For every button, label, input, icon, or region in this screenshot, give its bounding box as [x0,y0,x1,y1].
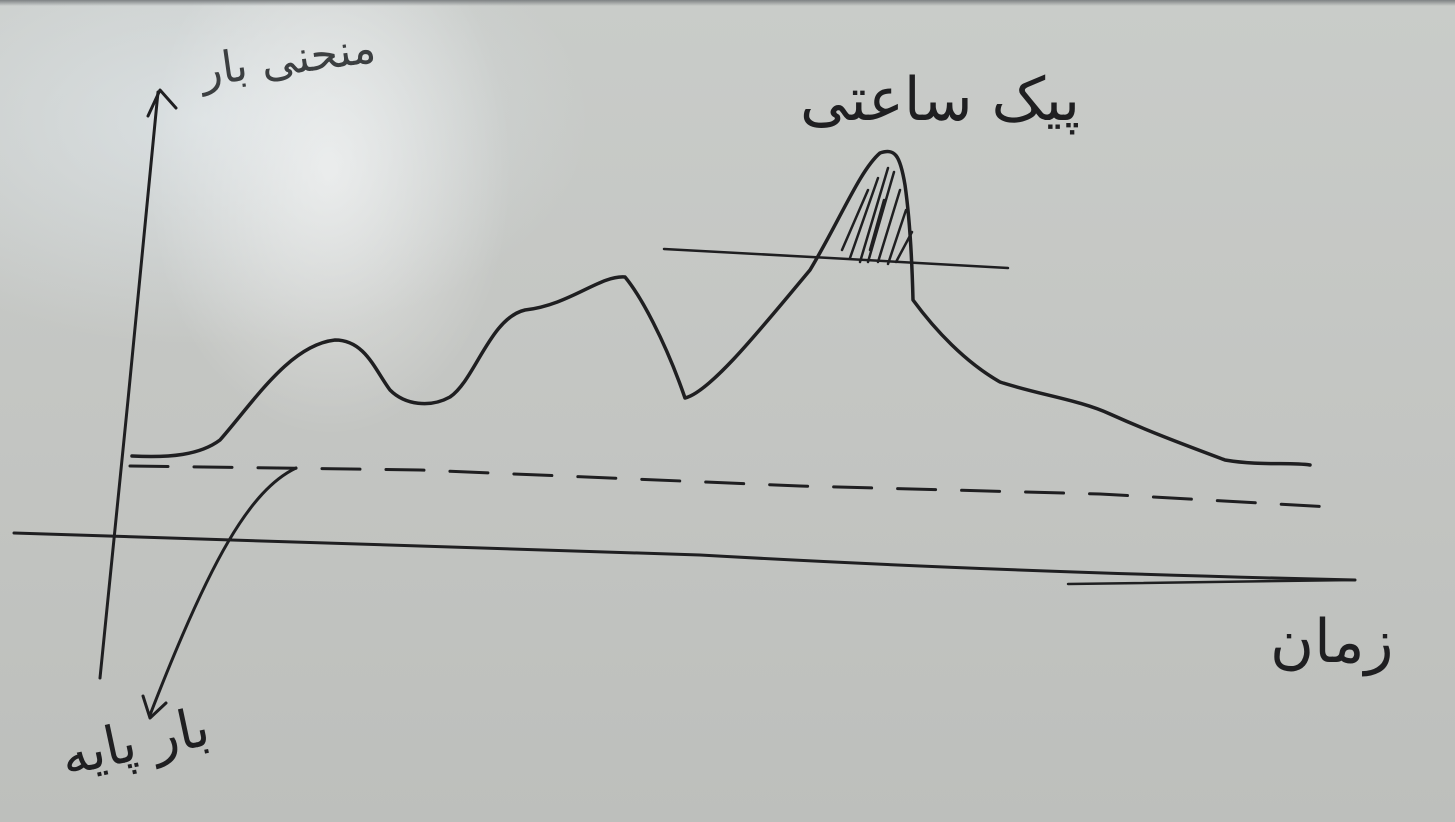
peak-label: پیک ساعتی [800,65,1081,135]
x-axis-arrowhead [1066,578,1357,586]
load-curve [130,149,1312,467]
peak-shading [840,166,914,266]
y-axis-line [98,90,160,680]
board-frame [0,0,1455,6]
base-load-leader-arrowhead [141,694,168,720]
x-axis-label: زمان [1270,607,1394,677]
base-load-leader-line [148,466,298,717]
peak-threshold-line [662,247,1010,270]
y-axis-arrowhead [146,88,178,118]
x-axis-line [12,531,1357,582]
base-load-dashed-line [128,464,1332,509]
